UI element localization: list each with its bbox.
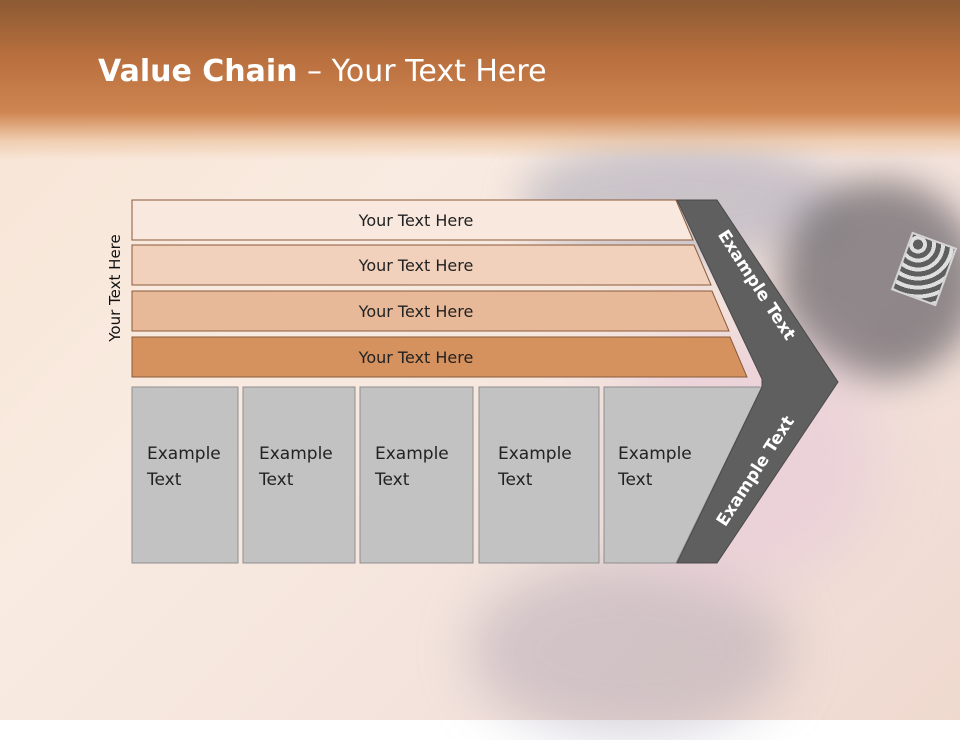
chevron-arrow xyxy=(676,199,839,564)
title-band xyxy=(0,0,960,160)
activity-box xyxy=(603,386,763,564)
row-label: Your Text Here xyxy=(358,256,474,275)
activity-box-label: Text xyxy=(497,470,533,490)
row-label: Your Text Here xyxy=(358,302,474,321)
activity-box-label: Example xyxy=(618,444,692,464)
background-blur-decoration xyxy=(470,560,790,740)
value-chain-row xyxy=(131,244,712,286)
value-chain-row xyxy=(131,290,730,332)
activity-box-label: Example xyxy=(259,444,333,464)
activity-box-label: Text xyxy=(146,470,182,490)
row-label: Your Text Here xyxy=(358,211,474,230)
activity-box-label: Text xyxy=(258,470,294,490)
slide-title-bold: Value Chain xyxy=(98,54,298,89)
activity-box-label: Text xyxy=(617,470,653,490)
activity-box xyxy=(478,386,600,564)
activity-box xyxy=(242,386,356,564)
activity-box-label: Example xyxy=(375,444,449,464)
activity-box xyxy=(359,386,474,564)
activity-box-label: Example xyxy=(147,444,221,464)
slide-title: Value Chain – Your Text Here xyxy=(98,54,547,89)
value-chain-row xyxy=(131,336,748,378)
slide-title-rest: – Your Text Here xyxy=(297,54,547,89)
activity-box xyxy=(131,386,239,564)
activity-box-label: Text xyxy=(374,470,410,490)
value-chain-row xyxy=(131,199,694,241)
activity-box-label: Example xyxy=(498,444,572,464)
row-label: Your Text Here xyxy=(358,348,474,367)
diagram-reflection: ExampleTextExampleTextExampleTextExample… xyxy=(0,565,960,720)
